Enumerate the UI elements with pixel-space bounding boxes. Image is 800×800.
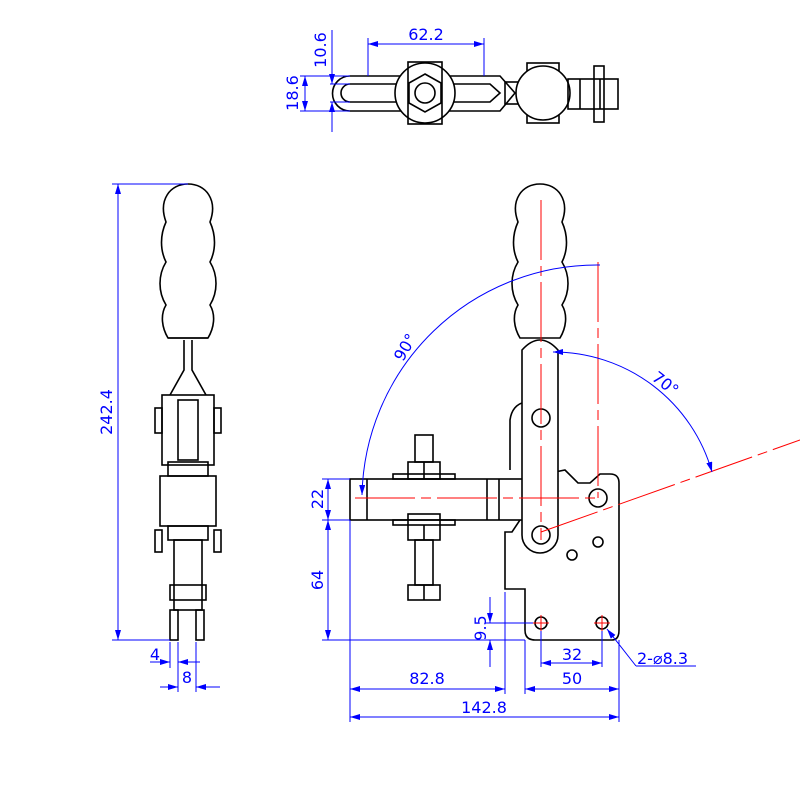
dim-9-5: 9.5: [471, 615, 490, 640]
dim-82-8: 82.8: [409, 669, 445, 688]
dim-mount-holes: 2-⌀8.3: [637, 649, 688, 668]
dim-64: 64: [308, 570, 327, 590]
top-view: 62.2 10.6 18.6: [283, 25, 619, 132]
dim-242-4: 242.4: [97, 389, 116, 435]
dim-10-6: 10.6: [311, 32, 330, 68]
dim-62-2: 62.2: [408, 25, 444, 44]
dim-angle-90: 90°: [390, 330, 421, 364]
dim-8: 8: [182, 668, 192, 687]
side-view: 242.4 4 8: [97, 183, 222, 692]
dim-22: 22: [308, 489, 327, 509]
dim-50: 50: [562, 669, 582, 688]
front-view: 90° 70° 22 64 9.5 32 82.8 50 142.8 2-⌀8.…: [308, 183, 800, 722]
handle-grip: [159, 183, 217, 339]
dim-142-8: 142.8: [461, 698, 507, 717]
dim-angle-70: 70°: [648, 367, 682, 399]
dim-4: 4: [150, 645, 160, 664]
dim-32: 32: [562, 645, 582, 664]
dim-18-6: 18.6: [283, 75, 302, 111]
front-handle-grip: [511, 183, 569, 339]
hex-nut-icon: [408, 73, 442, 113]
handle-lever: [521, 339, 559, 554]
